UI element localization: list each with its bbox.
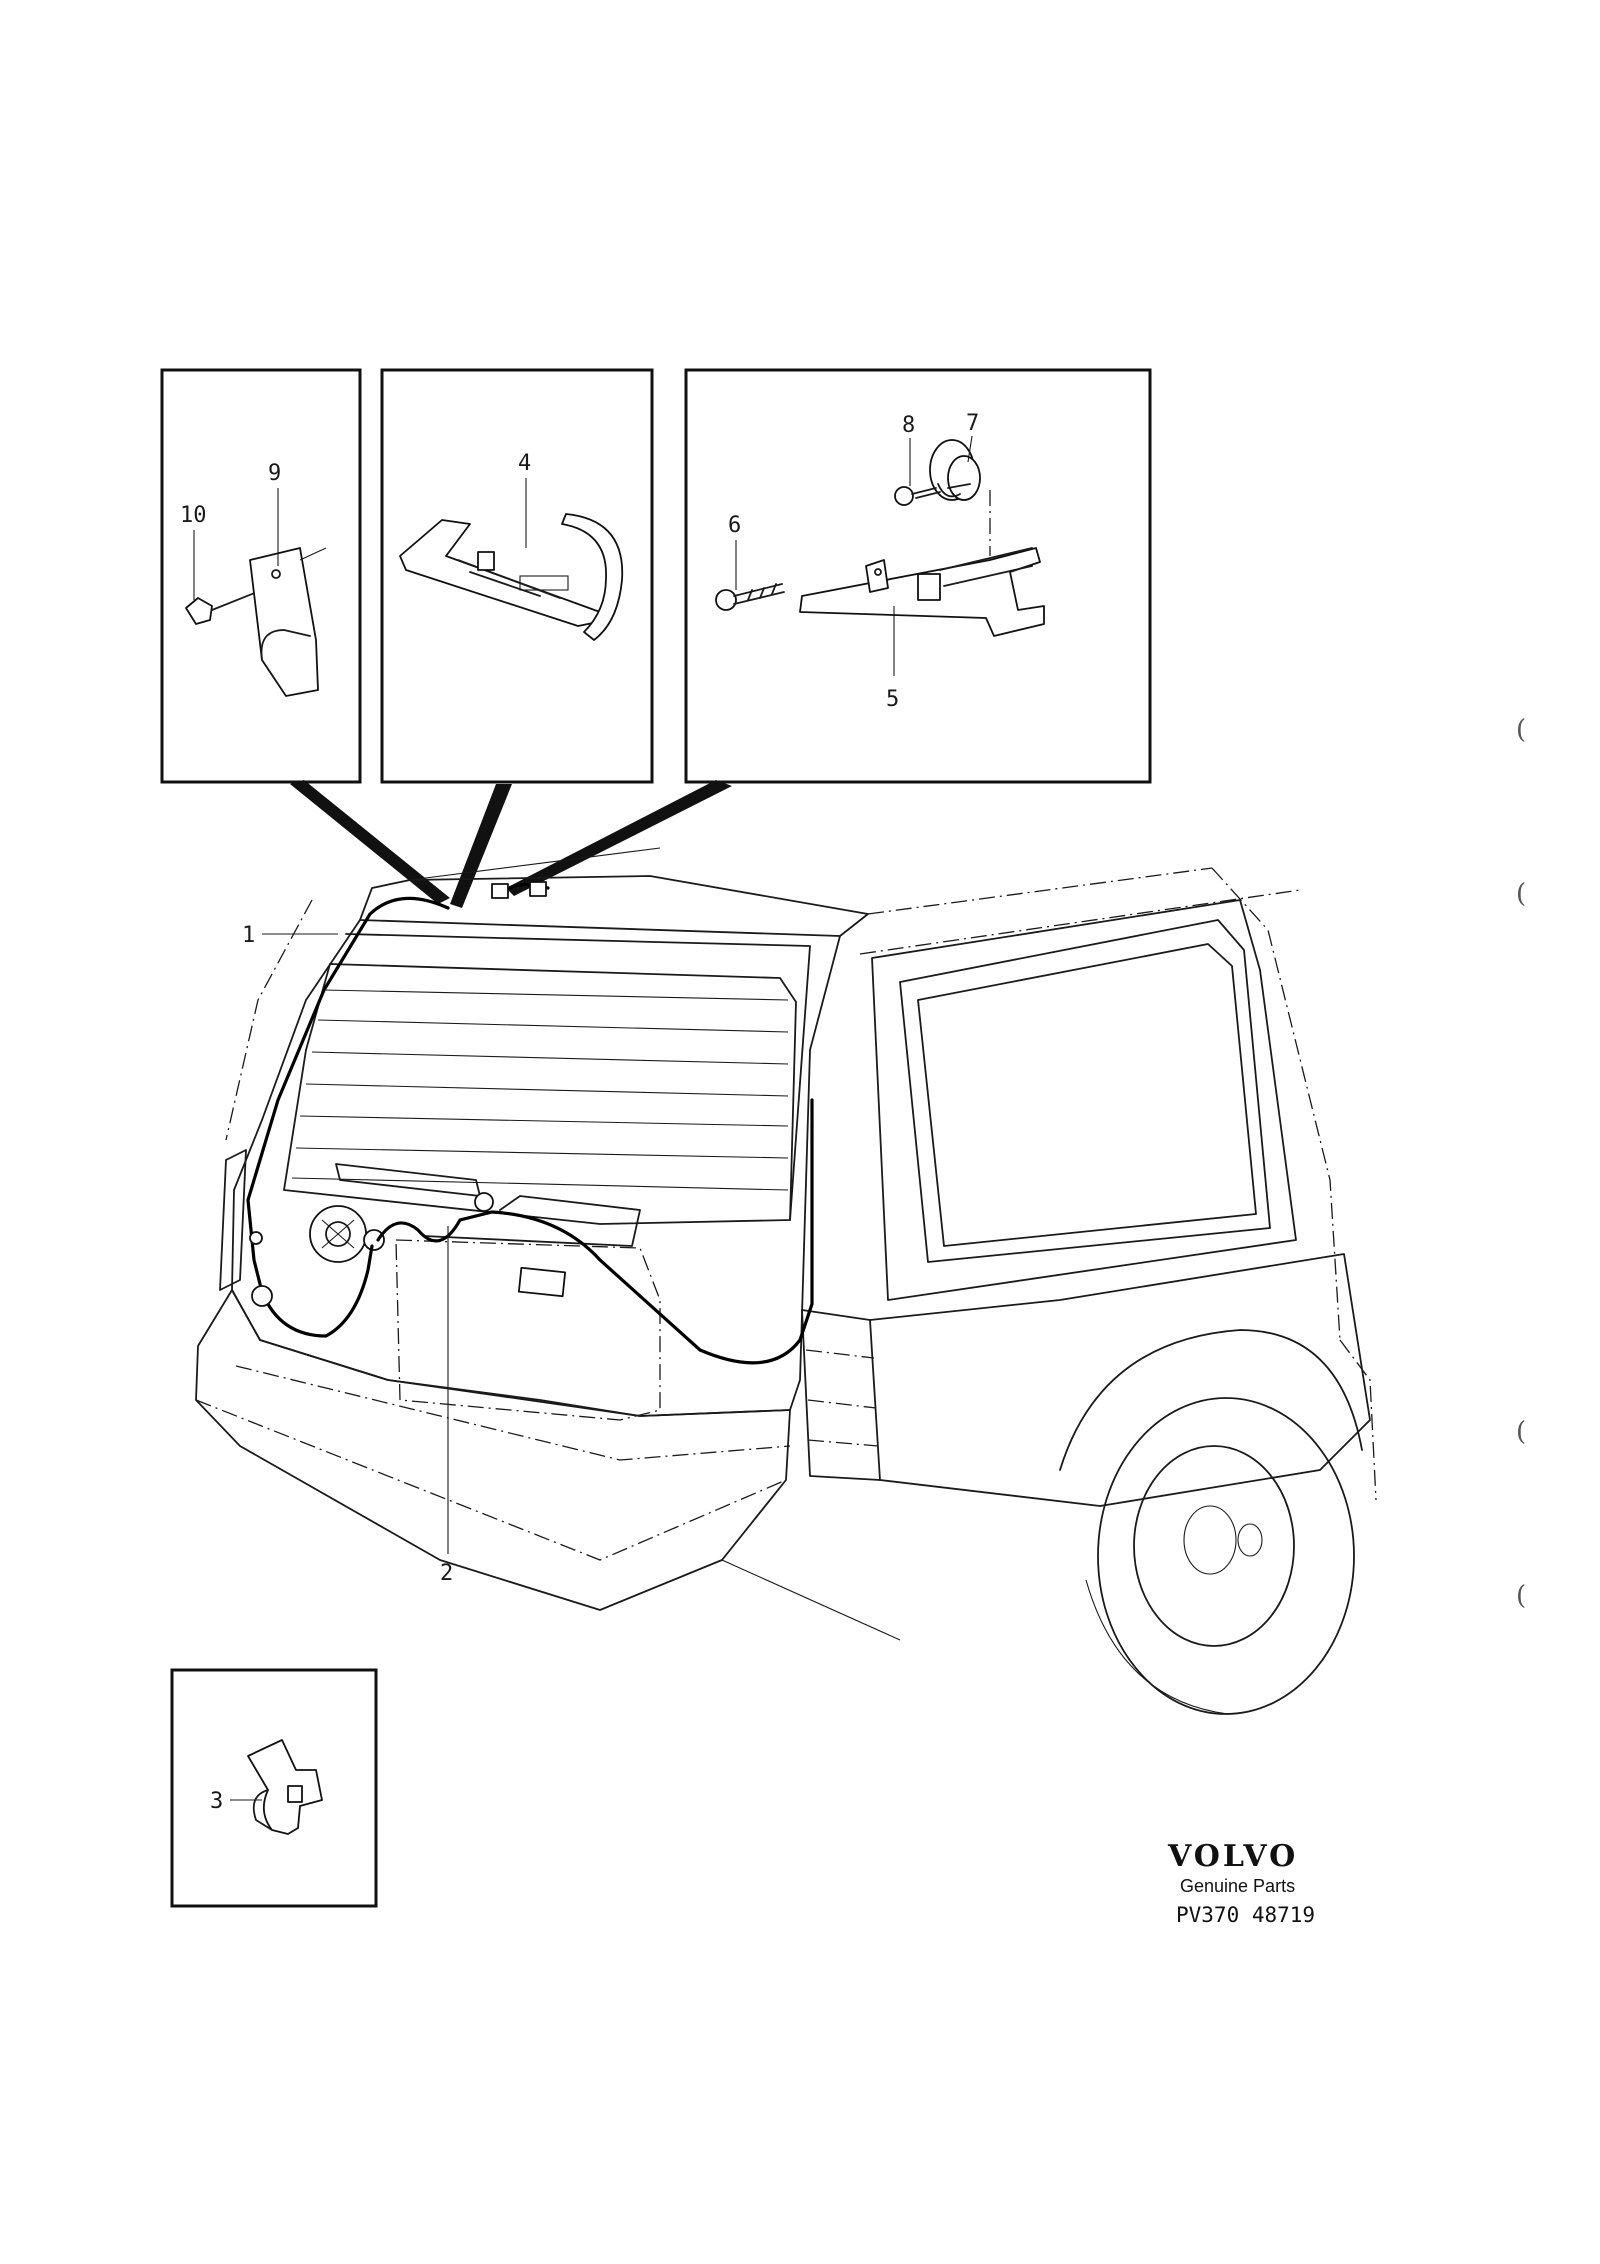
callout-4: 4 (518, 451, 531, 476)
callout-5: 5 (886, 687, 899, 712)
part-7-grommet (929, 439, 981, 501)
part-3-cable-clip (247, 1739, 323, 1835)
edge-mark-2: ( (1516, 879, 1526, 909)
callout-7: 7 (966, 411, 979, 436)
detail-pointers (290, 780, 732, 908)
detail-frame-lamp-bracket (684, 368, 1152, 784)
leader-7 (967, 435, 973, 463)
defroster-lines (291, 989, 789, 1191)
wiper-motor (309, 1205, 385, 1263)
callout-3: 3 (210, 1789, 223, 1814)
edge-mark-1: ( (1516, 715, 1526, 745)
edge-mark-4: ( (1516, 1581, 1526, 1611)
car-body (195, 847, 1377, 1715)
genuine-parts-label: Genuine Parts (1180, 1876, 1295, 1896)
detail-frame-cable-clip (170, 1668, 378, 1908)
part-10-rivet (185, 589, 263, 625)
illustration-code: PV370 48719 (1176, 1903, 1315, 1927)
part-4-holder (399, 513, 624, 641)
part-6-screw (715, 583, 785, 611)
callout-6: 6 (728, 513, 741, 538)
brand-block: VOLVO Genuine Parts PV370 48719 (1167, 1839, 1315, 1927)
volvo-logo: VOLVO (1167, 1839, 1298, 1874)
part-8-screw (894, 483, 971, 506)
edge-mark-3: ( (1516, 1417, 1526, 1447)
detail-frame-clip (160, 368, 362, 784)
callout-1: 1 (242, 923, 255, 948)
wiring-harness (246, 881, 814, 1365)
callout-9: 9 (268, 461, 281, 486)
part-9-clip (249, 547, 327, 697)
side-window (899, 919, 1271, 1263)
callout-8: 8 (902, 413, 915, 438)
callout-10: 10 (180, 503, 207, 528)
detail-frame-bracket (380, 368, 654, 784)
callout-2: 2 (440, 1561, 453, 1586)
rear-wheel (1085, 1397, 1355, 1715)
part-5-bracket (799, 547, 1045, 637)
